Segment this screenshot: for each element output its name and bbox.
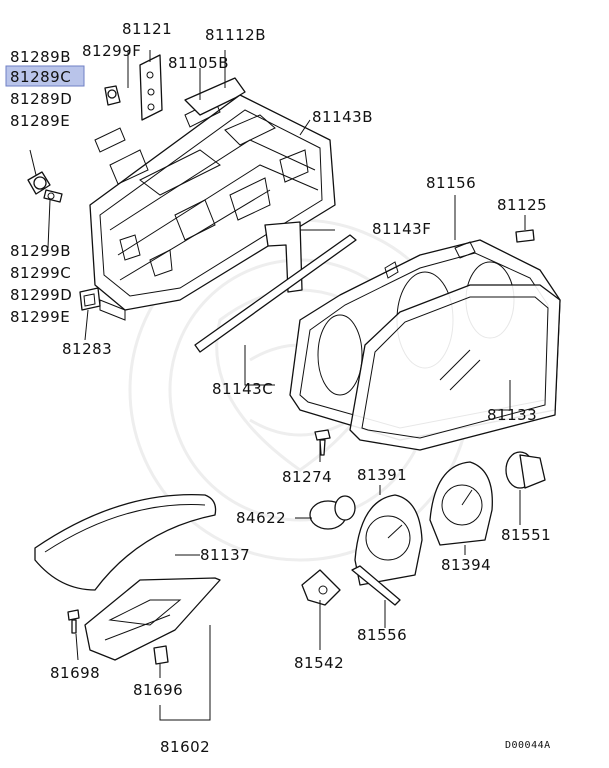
clip-81283[interactable] <box>79 287 101 311</box>
gauge-81391[interactable] <box>354 494 423 586</box>
socket-81299F[interactable] <box>104 85 121 106</box>
rear-case-assembly[interactable] <box>89 94 336 321</box>
callout-81299C[interactable]: 81299C <box>10 264 71 282</box>
bracket-81105B[interactable] <box>184 77 246 116</box>
socket-81289E[interactable] <box>27 171 51 195</box>
callout-81283[interactable]: 81283 <box>62 340 112 358</box>
lens-81133[interactable] <box>349 284 561 451</box>
callout-81289C[interactable]: 81289C <box>10 68 71 86</box>
callout-81698[interactable]: 81698 <box>50 664 100 682</box>
callout-81125[interactable]: 81125 <box>497 196 547 214</box>
diagram-code: D00044A <box>505 740 551 751</box>
callout-labels: 81289B 81289C 81289D 81289E 81299F 81121… <box>10 20 551 756</box>
strip-81143F[interactable] <box>264 221 303 293</box>
callout-81289D[interactable]: 81289D <box>10 90 72 108</box>
bulb-81299B[interactable] <box>43 189 63 203</box>
callout-81394[interactable]: 81394 <box>441 556 491 574</box>
callout-81133[interactable]: 81133 <box>487 406 537 424</box>
callout-81289B[interactable]: 81289B <box>10 48 71 66</box>
visor-81137[interactable] <box>34 493 217 591</box>
callout-84622[interactable]: 84622 <box>236 509 286 527</box>
screw-81698[interactable] <box>67 609 80 634</box>
part-81542[interactable] <box>301 569 341 606</box>
callout-81556[interactable]: 81556 <box>357 626 407 644</box>
callout-81299E[interactable]: 81299E <box>10 308 70 326</box>
part-84622[interactable] <box>309 495 356 530</box>
callout-81289E[interactable]: 81289E <box>10 112 70 130</box>
callout-81143B[interactable]: 81143B <box>312 108 373 126</box>
callout-81299F[interactable]: 81299F <box>82 42 141 60</box>
callout-81105B[interactable]: 81105B <box>168 54 229 72</box>
panel-81602[interactable] <box>84 577 221 661</box>
strip-81143C[interactable] <box>194 234 357 353</box>
callout-81696[interactable]: 81696 <box>133 681 183 699</box>
callout-81602[interactable]: 81602 <box>160 738 210 756</box>
clip-81696[interactable] <box>153 645 169 665</box>
callout-81143C[interactable]: 81143C <box>212 380 273 398</box>
callout-81542[interactable]: 81542 <box>294 654 344 672</box>
callout-81143F[interactable]: 81143F <box>372 220 431 238</box>
bracket-81121[interactable] <box>139 54 163 121</box>
callout-81299D[interactable]: 81299D <box>10 286 72 304</box>
part-81125[interactable] <box>515 229 535 243</box>
callout-81299B[interactable]: 81299B <box>10 242 71 260</box>
callout-81156[interactable]: 81156 <box>426 174 476 192</box>
screw-81274[interactable] <box>314 429 331 456</box>
callout-81137[interactable]: 81137 <box>200 546 250 564</box>
leader-lines <box>29 50 526 721</box>
callout-81551[interactable]: 81551 <box>501 526 551 544</box>
callout-81112B[interactable]: 81112B <box>205 26 266 44</box>
callout-81274[interactable]: 81274 <box>282 468 332 486</box>
callout-81391[interactable]: 81391 <box>357 466 407 484</box>
gauge-81394[interactable] <box>429 461 493 546</box>
part-81551[interactable] <box>505 451 546 489</box>
selected-callout-highlight[interactable] <box>5 65 85 87</box>
knob-81556[interactable] <box>351 565 401 606</box>
callout-81121[interactable]: 81121 <box>122 20 172 38</box>
